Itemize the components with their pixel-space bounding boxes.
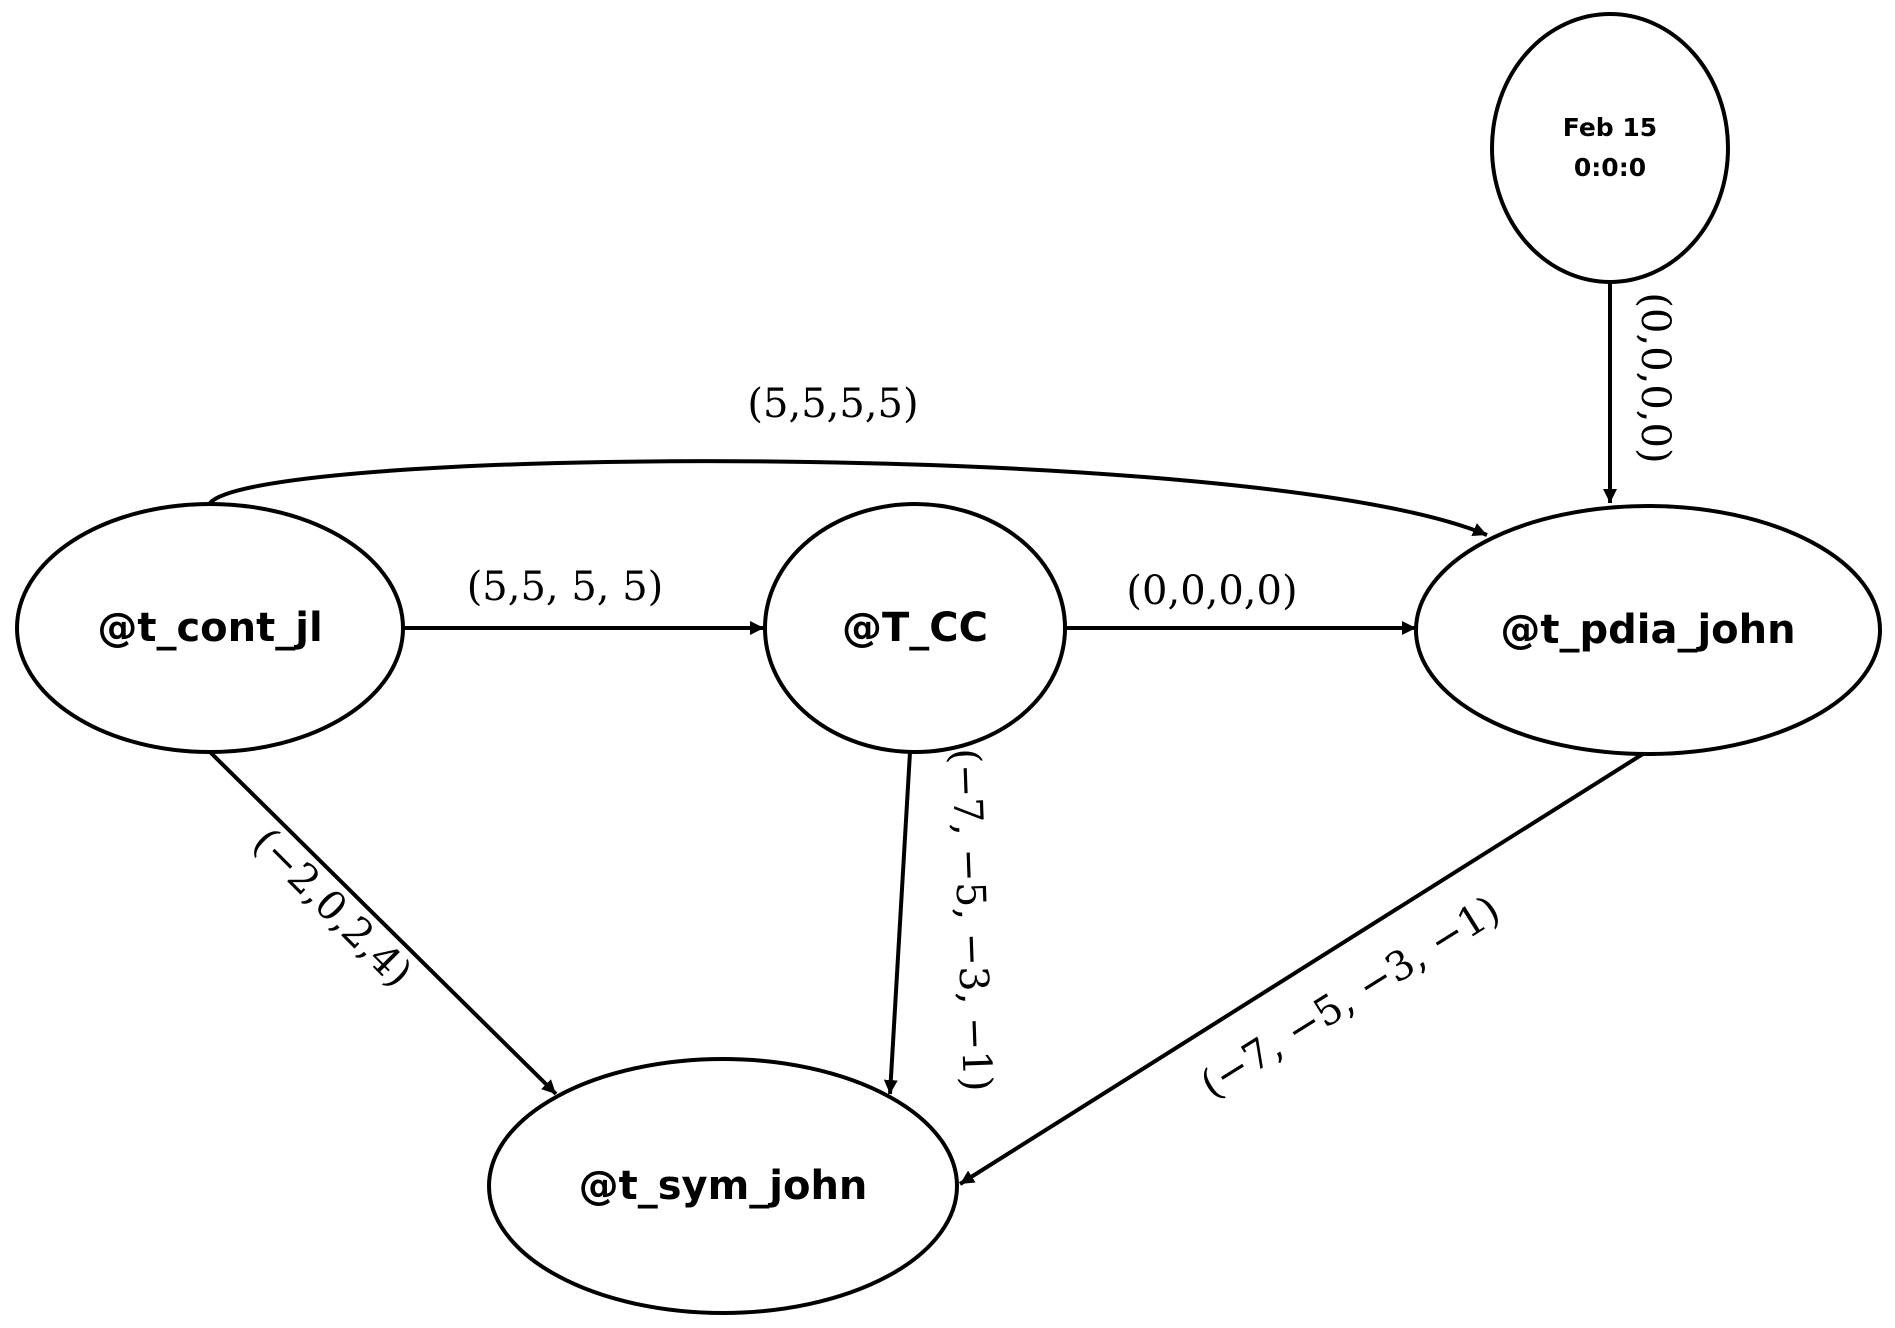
edge-label-cc-to-sym: (−7, −5, −3, −1) bbox=[942, 748, 1000, 1093]
edge-label-cc-to-pdia: (0,0,0,0) bbox=[1126, 568, 1297, 614]
edge-label-feb-to-pdia: (0,0,0,0) bbox=[1632, 292, 1678, 463]
node-label: @T_CC bbox=[842, 605, 988, 651]
node-label: @t_pdia_john bbox=[1500, 607, 1795, 653]
edge-label-pdia-to-sym: (−7, −5, −3, −1) bbox=[1193, 887, 1509, 1108]
node-t-pdia-john: @t_pdia_john bbox=[1414, 504, 1882, 756]
edge-cont-to-sym bbox=[208, 750, 558, 1096]
edge-label-cont-to-pdia: (5,5,5,5) bbox=[747, 381, 918, 427]
edge-cont-to-pdia bbox=[208, 459, 1488, 537]
node-label-line2: 0:0:0 bbox=[1574, 153, 1646, 182]
node-feb15: Feb 15 0:0:0 bbox=[1490, 12, 1730, 284]
edge-label-cont-to-sym: (−2,0,2,4) bbox=[243, 819, 420, 996]
node-label-line1: Feb 15 bbox=[1563, 113, 1657, 142]
node-label: @t_sym_john bbox=[579, 1163, 868, 1209]
node-t-cc: @T_CC bbox=[763, 502, 1067, 754]
node-t-cont-jl: @t_cont_jl bbox=[15, 502, 405, 754]
edge-label-cont-to-cc: (5,5, 5, 5) bbox=[467, 564, 664, 610]
node-label: @t_cont_jl bbox=[97, 605, 322, 651]
node-t-sym-john: @t_sym_john bbox=[487, 1057, 959, 1315]
edge-cc-to-sym bbox=[883, 751, 912, 1095]
edge-pdia-to-sym bbox=[958, 750, 1648, 1186]
